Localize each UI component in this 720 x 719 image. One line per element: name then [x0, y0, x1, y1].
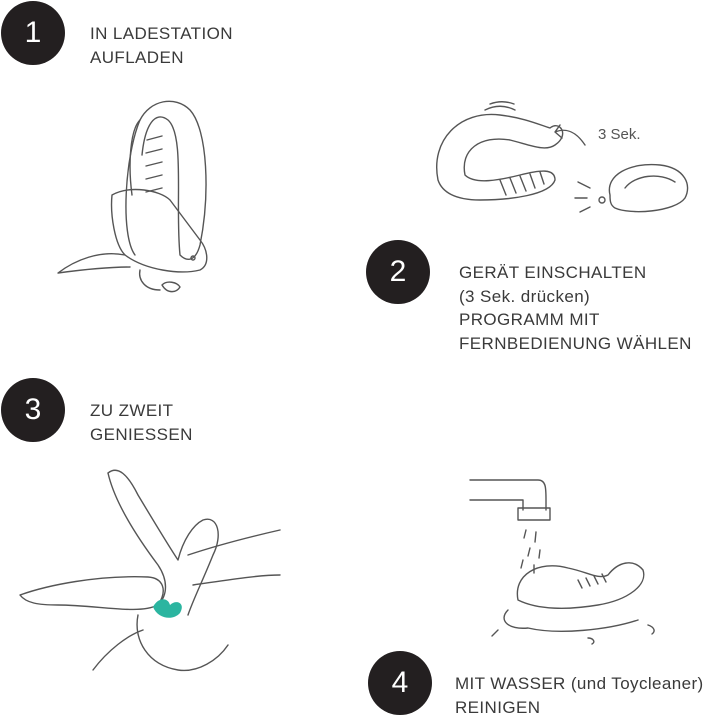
step-number-label: 1 [25, 16, 42, 50]
step-text-line: GERÄT EINSCHALTEN [459, 261, 692, 285]
couple-illustration [18, 465, 283, 675]
step-3-number: 3 [1, 378, 65, 442]
step-text-line: REINIGEN [455, 696, 704, 719]
step-number-label: 3 [25, 393, 42, 427]
power-on-illustration [430, 100, 700, 220]
step-text-line: (3 Sek. drücken) [459, 285, 692, 309]
step-number-label: 4 [392, 666, 409, 700]
step-1-text: IN LADESTATION AUFLADEN [90, 22, 233, 69]
step-2-text: GERÄT EINSCHALTEN (3 Sek. drücken) PROGR… [459, 261, 692, 355]
step-4-number: 4 [368, 651, 432, 715]
charging-station-illustration [50, 95, 220, 300]
step-text-line: IN LADESTATION [90, 22, 233, 46]
step-text-line: GENIESSEN [90, 423, 193, 447]
step-4-text: MIT WASSER (und Toycleaner) REINIGEN [455, 672, 704, 719]
washing-illustration [468, 470, 668, 645]
step-number-label: 2 [390, 255, 407, 289]
step-text-line: AUFLADEN [90, 46, 233, 70]
step-text-line: MIT WASSER (und Toycleaner) [455, 672, 704, 696]
step-2-number: 2 [366, 240, 430, 304]
step-text-line: ZU ZWEIT [90, 399, 193, 423]
step-text-line: FERNBEDIENUNG WÄHLEN [459, 332, 692, 356]
step-1-number: 1 [1, 1, 65, 65]
hold-duration-callout: 3 Sek. [598, 126, 641, 143]
step-text-line: PROGRAMM MIT [459, 308, 692, 332]
step-3-text: ZU ZWEIT GENIESSEN [90, 399, 193, 446]
